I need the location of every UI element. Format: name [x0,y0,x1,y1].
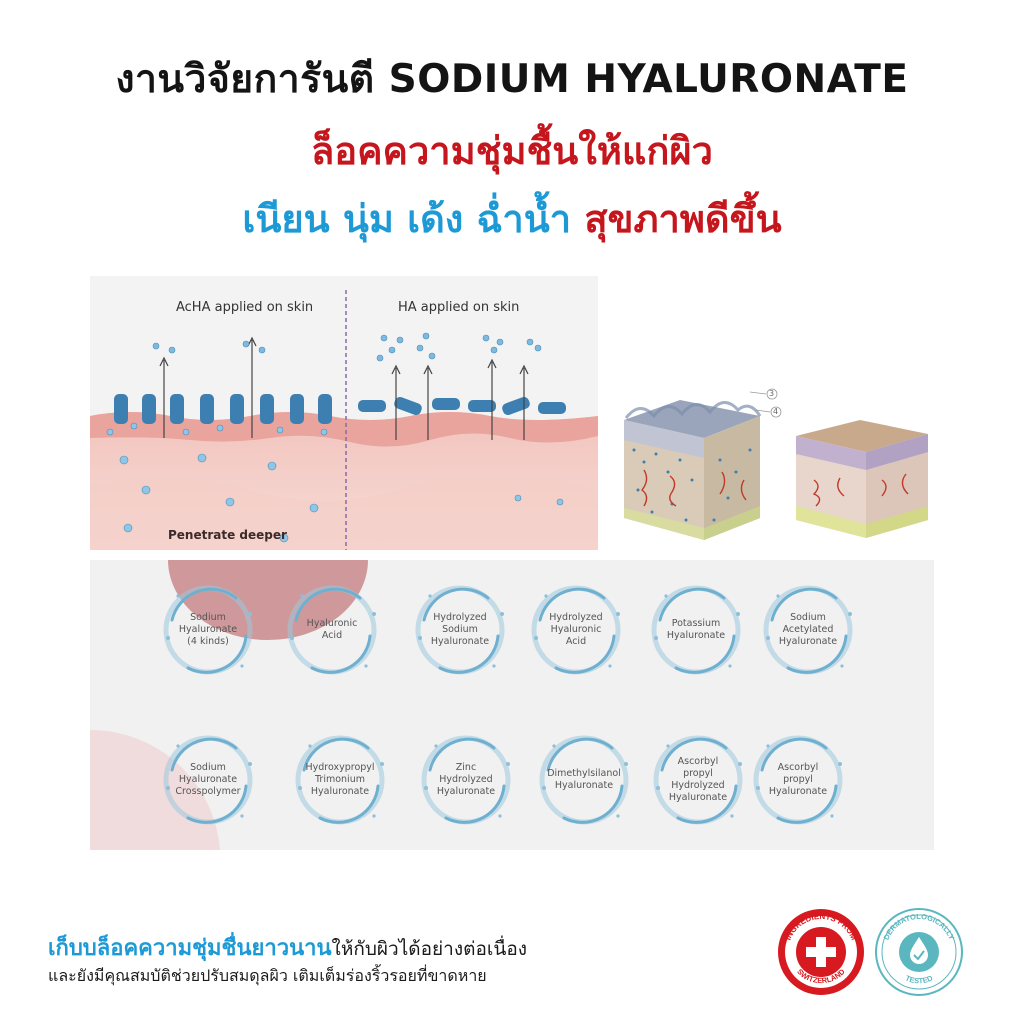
water-ring-icon [287,585,377,675]
ingredient-name: Hydrolyzed Hyaluronic Acid [549,612,603,647]
headline-subtitle: ล็อคความชุ่มชื้นให้แก่ผิว [311,129,713,173]
water-ring-icon [421,735,511,825]
derma-badge-bottom-text: TESTED [904,973,935,985]
skin-cube-graphic [624,388,928,540]
dermatologically-tested-badge: DERMATOLOGICALLY TESTED [874,907,964,997]
swiss-badge-graphic: INGREDIENTS FROM SWITZERLAND [778,909,864,995]
ingredient-ring: Ascorbyl propyl Hyaluronate [748,730,848,830]
water-ring-icon [539,735,629,825]
water-ring-icon [651,585,741,675]
ingredient-name: Zinc Hydrolyzed Hyaluronate [436,762,496,797]
ingredient-ring: Dimethylsilanol Hyaluronate [534,730,634,830]
ingredient-name: Sodium Hyaluronate (4 kinds) [178,612,238,647]
absorption-diagram: AcHA applied on skin HA applied on skin … [90,276,598,550]
ingredient-name: Potassium Hyaluronate [666,618,726,641]
ingredient-name: Sodium Acetylated Hyaluronate [778,612,838,647]
water-ring-icon [531,585,621,675]
water-ring-icon [653,735,743,825]
water-ring-icon [163,585,253,675]
ingredient-name: Ascorbyl propyl Hydrolyzed Hyaluronate [668,756,728,803]
footer-line1-rest: ให้กับผิวได้อย่างต่อเนื่อง [331,938,528,960]
water-ring-icon [763,585,853,675]
footer-line-2: และยังมีคุณสมบัติช่วยปรับสมดุลผิว เติมเต… [48,966,487,985]
benefits-red-text: สุขภาพดีขึ้น [584,197,782,241]
ingredient-ring: Ascorbyl propyl Hydrolyzed Hyaluronate [648,730,748,830]
ingredient-ring: Sodium Acetylated Hyaluronate [758,580,858,680]
footer-lead: เก็บบล็อคความชุ่มชื่นยาวนาน [48,936,332,961]
ingredient-ring: Potassium Hyaluronate [646,580,746,680]
water-ring-icon [163,735,253,825]
ingredient-name: Hydroxypropyl Trimonium Hyaluronate [305,762,375,797]
cube-marker-4: 4 [773,407,779,416]
ingredient-ring: Hydrolyzed Hyaluronic Acid [526,580,626,680]
ingredient-ring: Zinc Hydrolyzed Hyaluronate [416,730,516,830]
swiss-cross-icon [806,937,836,967]
ingredient-ring: Sodium Hyaluronate (4 kinds) [158,580,258,680]
ingredient-name: Hyaluronic Acid [306,618,358,641]
footer-line-1: เก็บบล็อคความชุ่มชื่นยาวนานให้กับผิวได้อ… [48,930,527,965]
svg-text:TESTED: TESTED [904,973,935,985]
derma-badge-graphic: DERMATOLOGICALLY TESTED [875,908,963,996]
acha-label: AcHA applied on skin [176,300,314,315]
water-ring-icon [415,585,505,675]
ingredient-name: Hydrolyzed Sodium Hyaluronate [430,612,490,647]
skin-cube-illustration: 3 4 [610,380,940,560]
ingredient-panel: Sodium Hyaluronate (4 kinds) Hyaluronic A… [90,560,934,850]
benefits-blue-text: เนียน นุ่ม เด้ง ฉ่ำน้ำ [242,197,572,241]
ha-label: HA applied on skin [398,300,520,315]
ingredient-ring: Hyaluronic Acid [282,580,382,680]
swiss-ingredients-badge: INGREDIENTS FROM SWITZERLAND [776,907,866,997]
cube-marker-3: 3 [769,389,775,398]
decor-circles [90,560,368,850]
ingredient-name: Sodium Hyaluronate Crosspolymer [175,762,241,797]
water-ring-icon [295,735,385,825]
headline-benefits: เนียน นุ่ม เด้ง ฉ่ำน้ำ สุขภาพดีขึ้น [0,188,1024,249]
ingredient-ring: Hydroxypropyl Trimonium Hyaluronate [290,730,390,830]
ingredient-name: Ascorbyl propyl Hyaluronate [768,762,828,797]
headline-title: งานวิจัยการันตี SODIUM HYALURONATE [115,57,909,102]
water-ring-icon [753,735,843,825]
ingredient-ring: Sodium Hyaluronate Crosspolymer [158,730,258,830]
penetrate-label: Penetrate deeper [168,528,287,542]
absorption-diagram-graphic [90,290,598,550]
water-drop-check-icon [910,937,928,964]
ingredient-name: Dimethylsilanol Hyaluronate [547,768,621,791]
ingredient-ring: Hydrolyzed Sodium Hyaluronate [410,580,510,680]
